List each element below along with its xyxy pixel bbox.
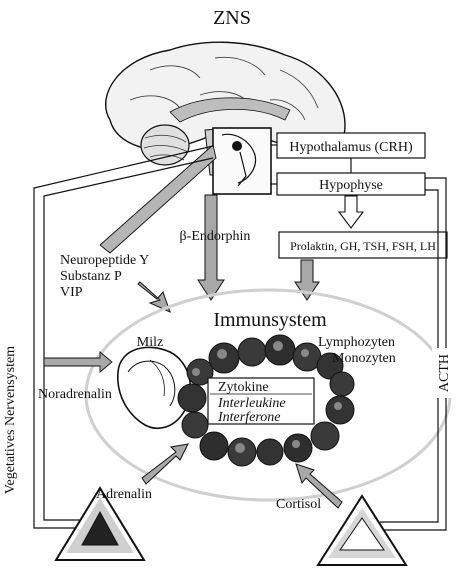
hypothalamus-inset — [212, 127, 272, 195]
neuropeptide-y-label: Neuropeptide Y — [60, 253, 149, 268]
hormones-label: Prolaktin, GH, TSH, FSH, LH — [290, 239, 436, 253]
hypothalamus-label: Hypothalamus (CRH) — [289, 140, 413, 155]
vegetative-nervous-conduit — [33, 145, 214, 529]
adrenal-cortex-gland — [316, 494, 408, 566]
beta-endorphin-label: β-Endorphin — [180, 229, 251, 244]
interleukine-label: Interleukine — [217, 396, 286, 411]
hypophyse-label: Hypophyse — [319, 178, 383, 193]
noradrenalin-label: Noradrenalin — [38, 387, 112, 402]
cerebellum — [140, 124, 190, 166]
adrenalin-label: Adrenalin — [96, 487, 152, 502]
immune-cell-cluster — [177, 334, 355, 467]
zytokine-label: Zytokine — [218, 380, 269, 395]
monozyten-label: Monozyten — [332, 351, 396, 366]
beta-endorphin-arrow — [197, 194, 225, 301]
lymphozyten-label: Lymphozyten — [318, 335, 395, 350]
immunsystem-label: Immunsystem — [213, 309, 327, 331]
hormones-arrow — [294, 259, 320, 301]
adrenal-medulla-gland — [54, 486, 146, 561]
hypophyse-to-hormones-arrow — [337, 195, 365, 229]
substanz-p-label: Substanz P — [60, 269, 122, 284]
vegetatives-nervensystem-label: Vegetatives Nervensystem — [3, 346, 18, 494]
title-zns: ZNS — [213, 7, 251, 29]
milz-label: Milz — [137, 335, 163, 350]
interferone-label: Interferone — [217, 410, 280, 425]
neuropeptide-pathway — [99, 144, 217, 313]
vip-label: VIP — [60, 285, 83, 300]
spleen-illustration — [117, 346, 192, 429]
acth-label: ACTH — [437, 354, 452, 392]
cortisol-label: Cortisol — [276, 497, 321, 512]
